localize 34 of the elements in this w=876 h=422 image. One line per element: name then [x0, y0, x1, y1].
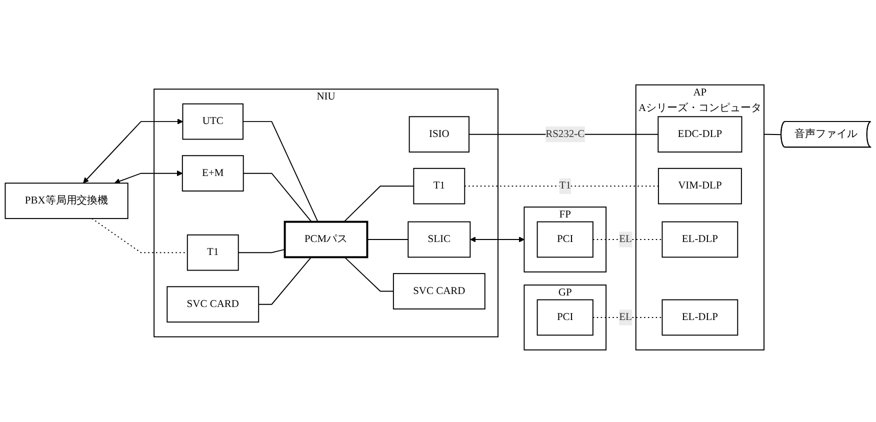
- node-box: EDC-DLP: [658, 116, 742, 153]
- node-box: PCMパス: [284, 220, 368, 258]
- edge-label: EL: [619, 312, 632, 323]
- node-box: T1: [186, 234, 239, 271]
- arrow: [83, 118, 183, 184]
- edge-label: EL: [619, 234, 632, 245]
- node-box: ISIO: [408, 116, 470, 153]
- node-box: UTC: [182, 103, 244, 140]
- connector: [764, 134, 782, 136]
- connector: [91, 218, 188, 254]
- arrow: [470, 236, 524, 242]
- connector: [242, 121, 318, 222]
- connector: [344, 256, 394, 292]
- connector: [366, 239, 409, 240]
- connector: [242, 172, 312, 222]
- connector: [344, 186, 414, 222]
- edge-label: T1: [559, 180, 571, 192]
- connector: [592, 239, 663, 240]
- node-box: SVC CARD: [392, 273, 486, 310]
- node-box: T1: [413, 168, 466, 204]
- node-box: PCI: [536, 299, 594, 336]
- connector: [238, 248, 286, 254]
- connector: [258, 256, 312, 305]
- node-box: E+M: [182, 155, 244, 192]
- connector: [592, 316, 663, 318]
- node-box: PBX等局用交換機: [4, 182, 128, 220]
- node-box: SLIC: [408, 221, 471, 258]
- node-box: EL-DLP: [662, 299, 738, 336]
- node-box: EL-DLP: [662, 221, 738, 258]
- node-box: SVC CARD: [166, 286, 260, 323]
- arrow: [114, 170, 183, 184]
- edge-label: RS232-C: [546, 128, 585, 140]
- node-box: VIM-DLP: [658, 168, 742, 204]
- node-box: PCI: [536, 221, 594, 258]
